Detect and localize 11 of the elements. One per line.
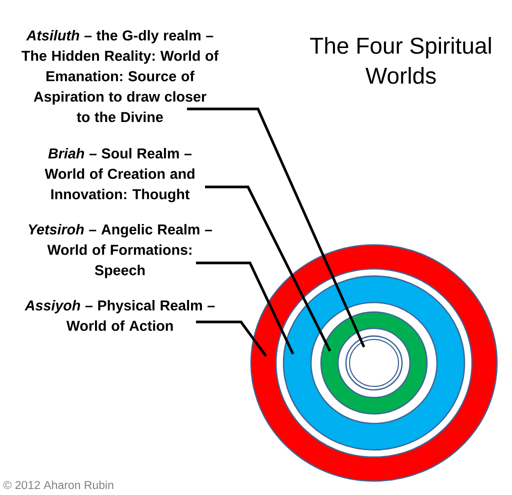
leader-line xyxy=(187,108,366,348)
callout-text: Assiyoh – Physical Realm – World of Action xyxy=(24,300,215,331)
callout-text: Yetsiroh – Angelic Realm – World of Formations: Speech xyxy=(28,224,212,278)
leader-line xyxy=(196,262,294,355)
callout-text: Atsiluth – the G-dly realm – The Hidden Reality: World of Emanation: Source of Aspiration to draw closer to the Divine xyxy=(22,30,219,122)
circle xyxy=(345,335,403,391)
callout-text: Briah – Soul Realm – World of Creation and Innovation: Thought xyxy=(44,148,194,202)
leader-line xyxy=(205,186,332,352)
title: The Four Spiritual Worlds xyxy=(310,36,491,84)
copyright-text: © 2012 Aharon Rubin xyxy=(3,480,114,490)
leader-line xyxy=(196,320,268,357)
